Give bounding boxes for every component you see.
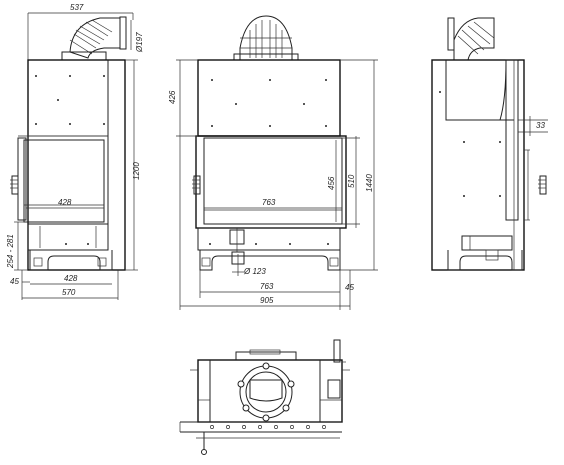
dim-depth-top: 537 bbox=[70, 3, 84, 12]
front-view: 763 Ø 123 426 456 510 1440 bbox=[168, 15, 378, 310]
dim-flue-diameter: Ø197 bbox=[135, 32, 144, 53]
dome-ribs bbox=[238, 20, 294, 58]
dim-base-width: 763 bbox=[260, 282, 274, 291]
side-body-outline bbox=[27, 59, 126, 271]
dim-top-height: 426 bbox=[168, 90, 177, 104]
front-door-frame bbox=[195, 135, 347, 229]
dim-base-width: 428 bbox=[64, 274, 78, 283]
dim-side-thickness: 33 bbox=[536, 121, 545, 130]
front-top-box bbox=[197, 59, 341, 137]
dim-glass-width: 763 bbox=[262, 198, 276, 207]
right-flue-fins bbox=[457, 21, 495, 55]
dim-foot-offset: 45 bbox=[10, 277, 19, 286]
dim-height-total: 1200 bbox=[132, 162, 141, 180]
dim-air-diameter: Ø 123 bbox=[243, 267, 266, 276]
front-rail-holes bbox=[210, 425, 326, 429]
top-view bbox=[179, 339, 350, 455]
dim-depth-bottom: 570 bbox=[62, 288, 76, 297]
flue-ring-bolts bbox=[237, 362, 295, 422]
dim-inner-width: 428 bbox=[58, 198, 72, 207]
dim-total-height: 1440 bbox=[365, 174, 374, 192]
dim-glass-height: 510 bbox=[347, 174, 356, 188]
side-view: 537 Ø197 bbox=[6, 3, 144, 300]
dim-total-width: 905 bbox=[260, 296, 274, 305]
dim-leg-height: 254 - 281 bbox=[6, 234, 15, 269]
right-side-view: 33 bbox=[431, 17, 548, 271]
right-body-outline bbox=[431, 59, 525, 271]
dim-opening-height: 456 bbox=[327, 176, 336, 190]
flue-fins bbox=[69, 19, 113, 55]
